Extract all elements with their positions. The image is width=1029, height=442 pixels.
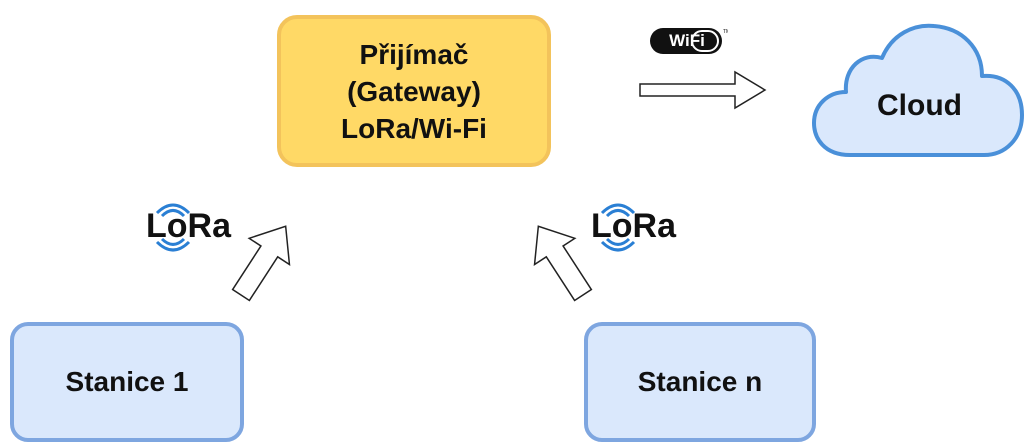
lora-left-waves-icon — [155, 203, 191, 252]
wifi-logo-icon: TM — [650, 28, 728, 54]
cloud-label: Cloud — [877, 89, 962, 122]
wifi-logo-text: WiFi — [669, 31, 705, 50]
gateway-node: Přijímač (Gateway) LoRa/Wi-Fi — [277, 15, 551, 167]
station-1-label: Stanice 1 — [65, 366, 189, 397]
station-n-label: Stanice n — [637, 366, 763, 397]
svg-text:TM: TM — [723, 29, 728, 35]
gateway-line-1: Přijímač — [359, 38, 469, 70]
gateway-line-2: (Gateway) — [347, 75, 481, 107]
arrow-station1-to-gateway — [231, 225, 291, 302]
arrow-gateway-to-cloud — [639, 70, 767, 110]
station-n-node: Stanice n — [584, 322, 816, 442]
cloud-icon — [812, 23, 1024, 157]
arrow-stationn-to-gateway — [533, 225, 593, 302]
lora-right-logo: LoRa — [591, 207, 676, 245]
lora-left-logo: LoRa — [146, 207, 231, 245]
lora-right-waves-icon — [600, 203, 636, 252]
gateway-line-3: LoRa/Wi-Fi — [341, 112, 487, 144]
station-1-node: Stanice 1 — [10, 322, 244, 442]
cloud-node: Cloud — [810, 20, 1029, 160]
